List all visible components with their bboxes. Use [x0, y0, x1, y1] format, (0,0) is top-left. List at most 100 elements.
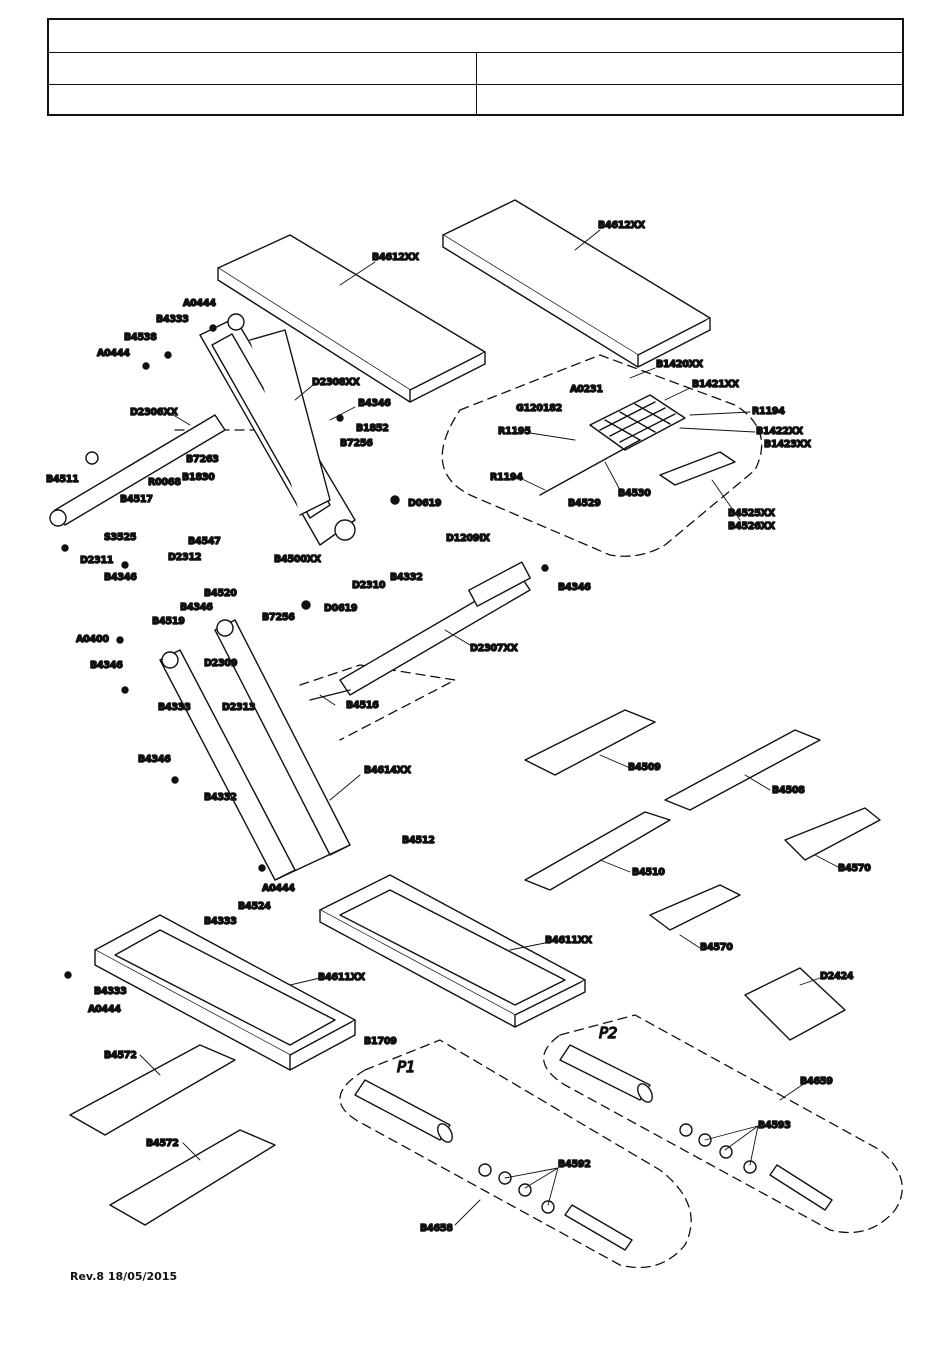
top-platforms [217, 199, 711, 403]
info-row-1 [49, 52, 902, 85]
part-label: B1422XX [756, 426, 804, 437]
revision-note: Rev.8 18/05/2015 [70, 1270, 178, 1283]
part-labels: B4612XX B4612XX A0444 B4333 B4538 A0444 … [45, 219, 872, 1234]
part-label: B4346 [180, 602, 213, 613]
part-label: S3525 [104, 532, 136, 543]
info-cell-left-1 [49, 52, 477, 84]
part-label: A0444 [97, 348, 130, 359]
small-parts [61, 324, 549, 979]
part-label: B4346 [90, 660, 123, 671]
part-label: B4332 [204, 792, 237, 803]
part-label: A0444 [262, 883, 295, 894]
title-block [47, 18, 904, 116]
part-label: B4524 [238, 901, 271, 912]
part-label: B4570 [700, 942, 733, 953]
part-label: B4530 [618, 488, 651, 499]
info-cell-left-2 [49, 84, 477, 115]
roller-p2 [559, 1044, 833, 1211]
part-label: B4346 [138, 754, 171, 765]
part-label: B4570 [838, 863, 871, 874]
part-label: D2310 [352, 580, 386, 591]
part-label: B1709 [364, 1036, 397, 1047]
part-label: D1209IX [446, 533, 491, 544]
part-label: B4511 [46, 474, 79, 485]
part-label: B1421XX [692, 379, 740, 390]
group-label-p1: P1 [397, 1058, 415, 1076]
part-label: A0231 [570, 384, 603, 395]
left-link [49, 414, 226, 527]
part-label: B4500XX [274, 554, 322, 565]
part-label: R1195 [498, 426, 531, 437]
lower-arm [159, 619, 351, 881]
part-label: B1423XX [764, 439, 812, 450]
part-label: D2312 [168, 552, 201, 563]
part-label: B4526XX [728, 521, 776, 532]
part-label: B4611XX [318, 972, 366, 983]
part-label: D2313 [222, 702, 255, 713]
part-label: D2309 [204, 658, 237, 669]
group-label-p2: P2 [599, 1024, 617, 1042]
part-label: B4333 [156, 314, 189, 325]
part-label: B4612XX [372, 252, 420, 263]
part-label: R1194 [752, 406, 785, 417]
ramps [69, 1044, 276, 1226]
part-label: B7256 [340, 438, 373, 449]
part-label: B4659 [800, 1076, 833, 1087]
part-label: B4346 [358, 398, 391, 409]
part-label: B4611XX [545, 935, 593, 946]
part-label: D2308XX [312, 377, 360, 388]
part-label: B4525XX [728, 508, 776, 519]
part-label: B4346 [558, 582, 591, 593]
part-label: R0068 [148, 477, 181, 488]
part-label: B4519 [152, 616, 185, 627]
part-label: B4508 [772, 785, 805, 796]
part-label: A0444 [183, 298, 216, 309]
cover-plates [524, 709, 881, 1041]
part-label: B4517 [120, 494, 153, 505]
part-label: B4547 [188, 536, 221, 547]
part-label: B7256 [262, 612, 295, 623]
part-label: D0619 [408, 498, 441, 509]
bottom-frames [94, 874, 586, 1071]
grid-plate [539, 394, 736, 496]
part-label: B4529 [568, 498, 601, 509]
part-label: A0400 [76, 634, 109, 645]
rod-assembly [309, 561, 531, 701]
part-label: B4658 [420, 1223, 453, 1234]
info-row-2 [49, 84, 902, 115]
leader-lines [139, 229, 841, 1226]
part-label: G120182 [516, 403, 562, 414]
part-label: B4614XX [364, 765, 412, 776]
part-label: B4512 [402, 835, 435, 846]
part-label: B4593 [758, 1120, 791, 1131]
part-label: B1852 [356, 423, 389, 434]
part-label: B4612XX [598, 220, 646, 231]
part-label: B4572 [104, 1050, 137, 1061]
part-label: B4509 [628, 762, 661, 773]
part-label: B4510 [632, 867, 665, 878]
title-row [49, 20, 902, 53]
dashed-outlines [174, 354, 903, 1269]
part-label: D2311 [80, 555, 113, 566]
part-label: B4332 [390, 572, 423, 583]
upper-arm [199, 313, 356, 546]
part-label: D2424 [820, 971, 854, 982]
part-label: D2307XX [470, 643, 518, 654]
part-label: B4520 [204, 588, 237, 599]
part-label: D0619 [324, 603, 357, 614]
part-label: B7263 [186, 454, 219, 465]
part-label: B4572 [146, 1138, 179, 1149]
part-label: B4333 [94, 986, 127, 997]
part-label: B4346 [104, 572, 137, 583]
part-label: B4516 [346, 700, 379, 711]
part-label: B4538 [124, 332, 157, 343]
part-label: R1194 [490, 472, 523, 483]
part-label: B4333 [204, 916, 237, 927]
part-label: A0444 [88, 1004, 121, 1015]
part-label: B4333 [158, 702, 191, 713]
part-label: D2306XX [130, 407, 178, 418]
part-label: B1420XX [656, 359, 704, 370]
part-label: B1830 [182, 472, 215, 483]
part-label: B4592 [558, 1159, 591, 1170]
